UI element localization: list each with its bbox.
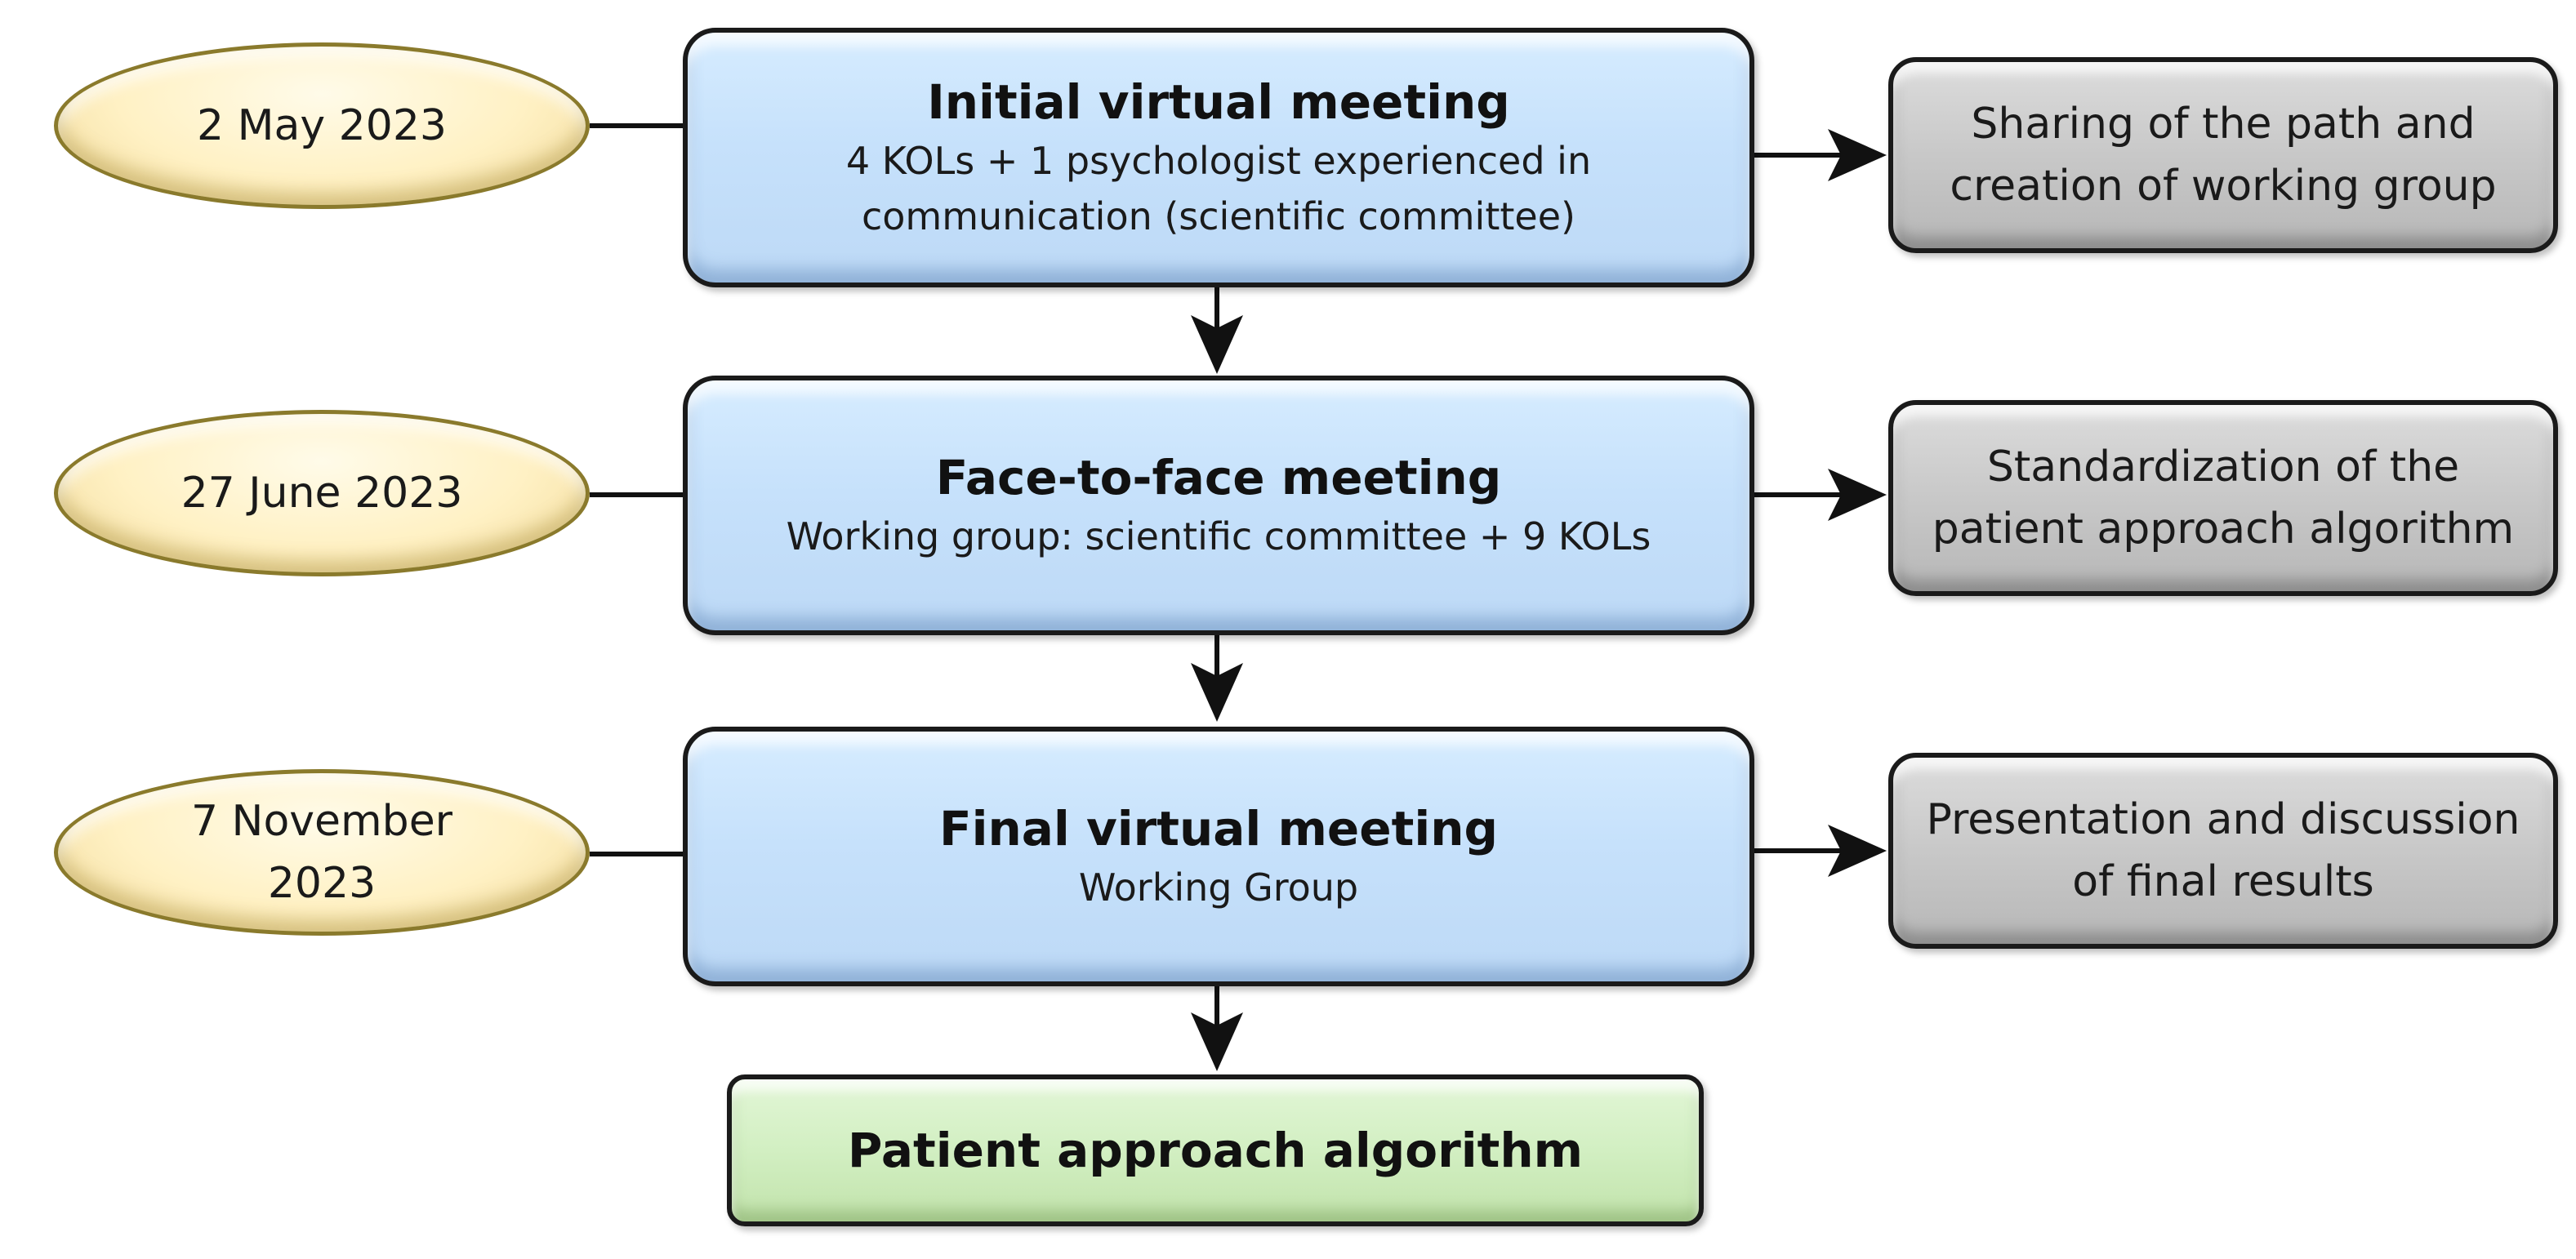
meeting-title: Initial virtual meeting: [927, 74, 1510, 130]
date-label: 7 November 2023: [190, 797, 453, 908]
date-stage-2: 27 June 2023: [54, 410, 590, 576]
outcome-label: Presentation and discussion of final res…: [1926, 795, 2520, 906]
outcome-label: Standardization of the patient approach …: [1932, 443, 2515, 554]
flow-arrow-1: [1191, 286, 1243, 374]
date-stage-1: 2 May 2023: [54, 42, 590, 209]
outcome-label: Sharing of the path and creation of work…: [1950, 100, 2497, 211]
outcome-arrow-3: [1754, 825, 1887, 877]
meeting-title: Final virtual meeting: [938, 801, 1499, 856]
meeting-subtitle: Working group: scientific committee + 9 …: [786, 514, 1651, 558]
date-label: 27 June 2023: [180, 469, 463, 518]
outcome-stage-2: Standardization of the patient approach …: [1888, 400, 2558, 596]
meeting-title: Face-to-face meeting: [935, 450, 1502, 505]
meeting-stage-3: Final virtual meeting Working Group: [683, 727, 1754, 986]
outcome-arrow-2: [1754, 469, 1887, 521]
flow-arrow-3: [1191, 985, 1243, 1071]
flow-arrow-2: [1191, 634, 1243, 722]
outcome-stage-3: Presentation and discussion of final res…: [1888, 753, 2558, 949]
meeting-stage-1: Initial virtual meeting 4 KOLs + 1 psych…: [683, 28, 1754, 287]
result-label: Patient approach algorithm: [847, 1123, 1584, 1178]
meeting-subtitle: 4 KOLs + 1 psychologist experienced in c…: [845, 139, 1592, 238]
date-stage-3: 7 November 2023: [54, 769, 590, 936]
meeting-stage-2: Face-to-face meeting Working group: scie…: [683, 376, 1754, 635]
date-label: 2 May 2023: [197, 101, 447, 150]
outcome-stage-1: Sharing of the path and creation of work…: [1888, 57, 2558, 253]
meeting-subtitle: Working Group: [1078, 865, 1359, 910]
outcome-arrow-1: [1754, 129, 1887, 181]
result-box: Patient approach algorithm: [727, 1074, 1704, 1226]
